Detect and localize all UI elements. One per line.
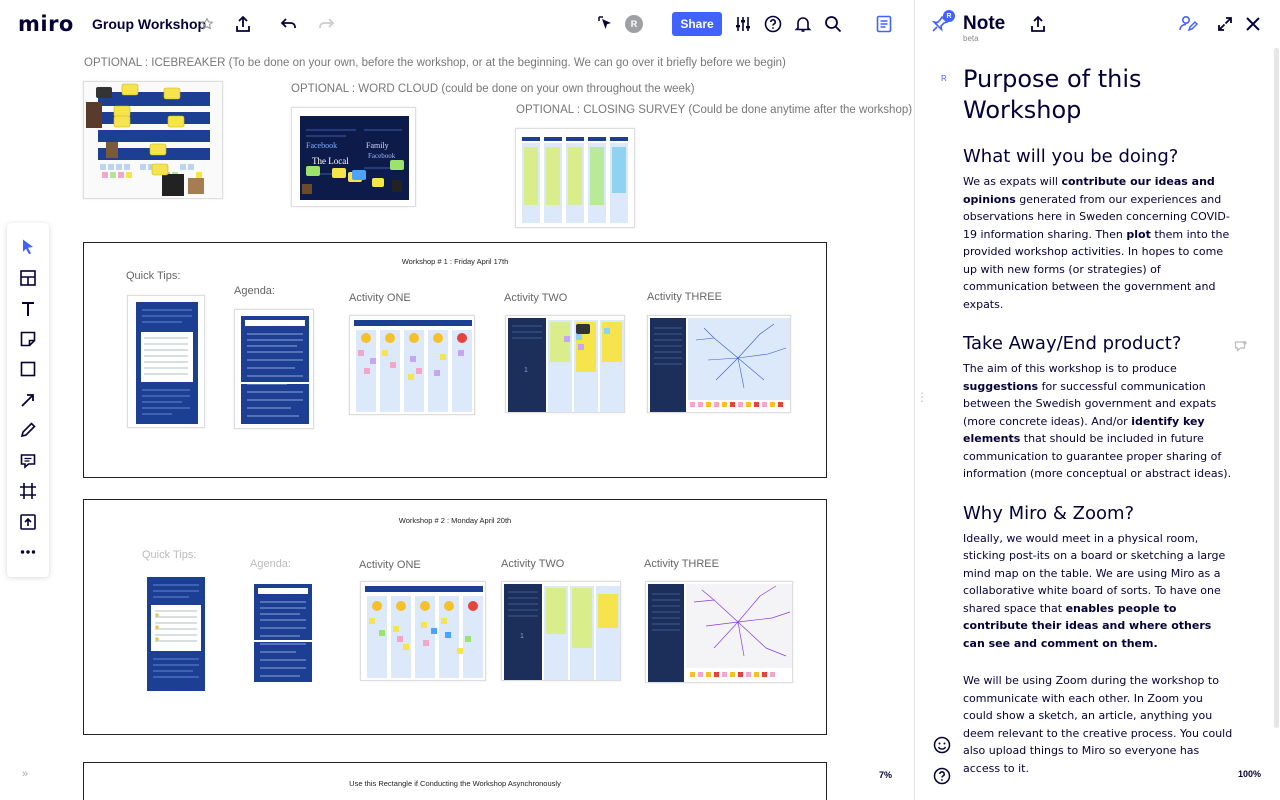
word-cloud-word: Facebook (368, 152, 396, 160)
activity-two-label: Activity TWO (501, 558, 565, 570)
templates-icon[interactable] (18, 268, 38, 288)
beta-badge: beta (963, 34, 979, 43)
close-icon[interactable] (1243, 14, 1263, 34)
activity-one-card[interactable] (349, 315, 475, 415)
pen-icon[interactable] (18, 420, 38, 440)
activity-one-card[interactable] (360, 581, 486, 681)
icebreaker-board-thumbnail[interactable] (83, 81, 223, 199)
pin-user-badge: R (943, 10, 955, 22)
redo-icon[interactable] (316, 14, 336, 34)
bell-icon[interactable] (793, 14, 813, 34)
quick-tips-card[interactable] (143, 573, 209, 695)
activity-one-label: Activity ONE (359, 559, 421, 571)
activity-three-card[interactable] (647, 315, 791, 413)
agenda-card[interactable] (250, 580, 316, 686)
activity-two-card[interactable]: 1 (505, 315, 625, 413)
text-icon[interactable] (18, 299, 38, 319)
star-icon[interactable] (197, 14, 217, 34)
workshop-2-frame[interactable]: Workshop # 2 : Monday April 20th Quick T… (83, 499, 827, 735)
activity-three-card[interactable] (645, 581, 793, 683)
note-panel-title: Note (963, 13, 1006, 34)
add-comment-icon[interactable] (1234, 340, 1248, 359)
section-title: What will you be doing? (963, 146, 1179, 167)
note-export-icon[interactable] (1028, 14, 1048, 34)
word-cloud-word: The Local (312, 156, 349, 166)
word-cloud-label: OPTIONAL : WORD CLOUD (could be done on … (291, 83, 695, 95)
agenda-label: Agenda: (234, 285, 275, 297)
word-cloud-word: Family (366, 141, 389, 150)
section-paragraph: We will be using Zoom during the worksho… (963, 674, 1233, 775)
note-document[interactable]: Purpose of this Workshop What will you b… (963, 64, 1233, 787)
user-avatar[interactable]: R (625, 15, 643, 33)
author-marker: R (941, 74, 947, 83)
note-panel (914, 0, 1280, 800)
creation-toolbar (7, 223, 49, 577)
workshop-2-title: Workshop # 2 : Monday April 20th (398, 516, 512, 525)
workshop-1-frame[interactable]: Workshop # 1 : Friday April 17th Quick T… (83, 242, 827, 478)
board-zoom-level[interactable]: 7% (879, 770, 893, 780)
section-paragraph: We as expats will contribute our ideas a… (963, 175, 1230, 311)
miro-logo[interactable]: miro (18, 12, 74, 36)
section-title: Why Miro & Zoom? (963, 502, 1135, 524)
panel-resize-handle[interactable]: ⋮ (916, 390, 928, 404)
activity-two-number: 1 (524, 367, 528, 374)
workshop-1-title: Workshop # 1 : Friday April 17th (401, 257, 509, 266)
undo-icon[interactable] (279, 14, 299, 34)
closing-survey-thumbnail[interactable] (515, 128, 635, 228)
note-collaborators-icon[interactable] (1178, 14, 1198, 34)
search-icon[interactable] (823, 14, 843, 34)
board-canvas[interactable]: OPTIONAL : ICEBREAKER (To be done on you… (0, 48, 914, 800)
arrow-icon[interactable] (18, 390, 38, 410)
settings-sliders-icon[interactable] (733, 14, 753, 34)
closing-survey-label: OPTIONAL : CLOSING SURVEY (Could be done… (516, 104, 913, 116)
word-cloud-word: Facebook (306, 141, 337, 150)
note-heading: Purpose of this Workshop (963, 65, 1142, 124)
activity-two-card[interactable]: 1 (501, 581, 621, 681)
word-cloud-thumbnail[interactable]: Facebook The Local Family Facebook (291, 107, 416, 207)
note-scrollbar[interactable] (1274, 48, 1279, 728)
icebreaker-label: OPTIONAL : ICEBREAKER (To be done on you… (84, 57, 786, 69)
note-zoom-level[interactable]: 100% (1238, 769, 1262, 779)
emoji-reaction-icon[interactable] (932, 735, 952, 755)
quick-tips-card[interactable] (127, 295, 205, 428)
pin-icon[interactable] (930, 14, 950, 34)
async-frame-title: Use this Rectangle if Conducting the Wor… (349, 779, 561, 788)
section-paragraph: Ideally, we would meet in a physical roo… (963, 531, 1226, 650)
select-icon[interactable] (18, 237, 38, 257)
expand-icon[interactable] (1215, 14, 1235, 34)
async-workshop-frame[interactable]: Use this Rectangle if Conducting the Wor… (83, 762, 827, 800)
activity-one-label: Activity ONE (349, 292, 411, 304)
more-icon[interactable] (18, 542, 38, 562)
quick-tips-label: Quick Tips: (126, 270, 181, 282)
export-icon[interactable] (233, 14, 253, 34)
activity-three-label: Activity THREE (644, 558, 719, 570)
notes-panel-icon[interactable] (874, 14, 894, 34)
comment-icon[interactable] (18, 451, 38, 471)
note-help-icon[interactable] (932, 766, 952, 786)
section-paragraph: The aim of this workshop is to produce s… (963, 362, 1232, 480)
activity-two-number: 1 (520, 633, 524, 640)
expand-panel-icon[interactable]: » (22, 768, 29, 780)
shape-icon[interactable] (18, 359, 38, 379)
top-bar: miro Group Workshop R Share (0, 0, 914, 48)
activity-two-label: Activity TWO (504, 292, 568, 304)
share-button[interactable]: Share (672, 12, 722, 36)
agenda-label: Agenda: (250, 558, 291, 570)
frame-icon[interactable] (18, 481, 38, 501)
help-icon[interactable] (763, 14, 783, 34)
agenda-card[interactable] (234, 309, 314, 429)
cursor-follow-icon[interactable] (596, 14, 616, 34)
board-title[interactable]: Group Workshop (92, 16, 207, 32)
quick-tips-label: Quick Tips: (142, 549, 197, 561)
activity-three-label: Activity THREE (647, 291, 722, 303)
upload-icon[interactable] (18, 512, 38, 532)
section-title: Take Away/End product? (963, 333, 1182, 354)
sticky-note-icon[interactable] (18, 329, 38, 349)
